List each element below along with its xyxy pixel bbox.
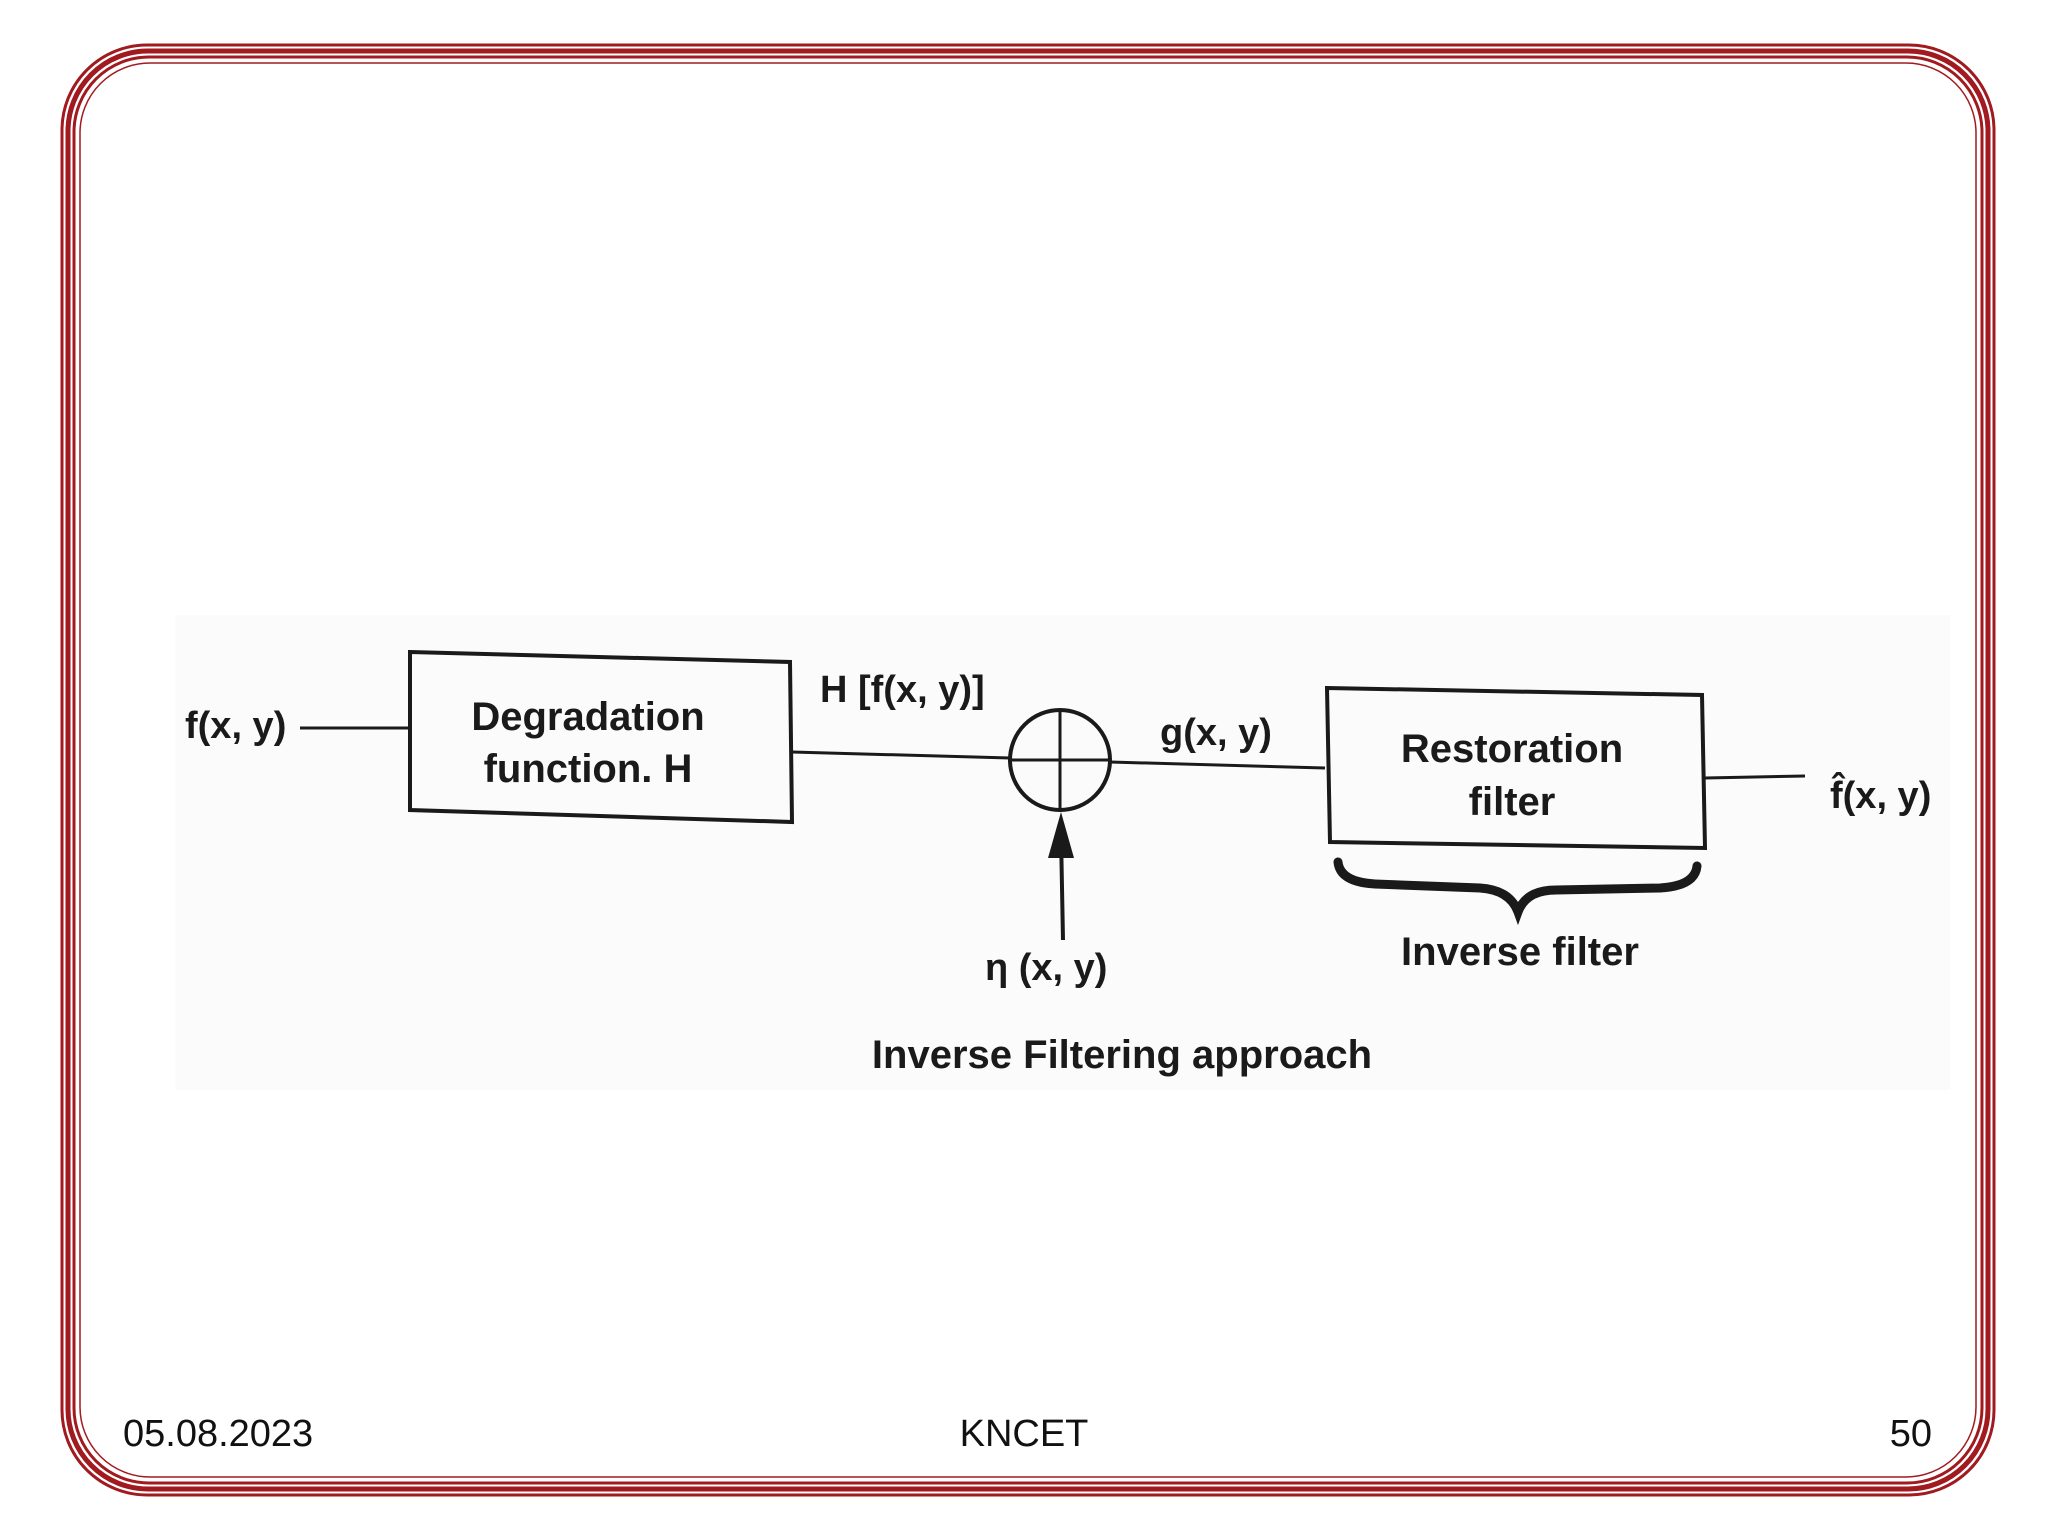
brace-label: Inverse filter [1401, 930, 1639, 974]
diagram-caption: Inverse Filtering approach [872, 1033, 1372, 1077]
degraded-line [791, 750, 1011, 760]
summing-junction-icon [1008, 708, 1112, 812]
footer-page-number: 50 [1889, 1413, 1932, 1455]
footer-institution: KNCET [959, 1413, 1089, 1455]
degradation-box [408, 649, 795, 825]
restoration-box-line1: Restoration [1401, 727, 1623, 771]
degradation-box-line2: function. H [484, 747, 693, 791]
footer-date: 05.08.2023 [123, 1413, 314, 1455]
curly-brace-icon [1333, 857, 1702, 926]
noise-label: η (x, y) [985, 947, 1107, 989]
observed-signal-label: g(x, y) [1160, 712, 1272, 754]
output-signal-label: f̂(x, y) [1830, 771, 1931, 817]
input-signal-label: f(x, y) [185, 705, 286, 747]
output-line [1704, 774, 1806, 780]
restoration-box-line2: filter [1469, 780, 1556, 824]
degradation-box-line1: Degradation [471, 695, 704, 739]
degraded-signal-label: H [f(x, y)] [820, 669, 985, 711]
noise-arrowhead-icon [1048, 812, 1074, 858]
observed-line [1109, 760, 1326, 770]
restoration-box [1324, 685, 1708, 851]
